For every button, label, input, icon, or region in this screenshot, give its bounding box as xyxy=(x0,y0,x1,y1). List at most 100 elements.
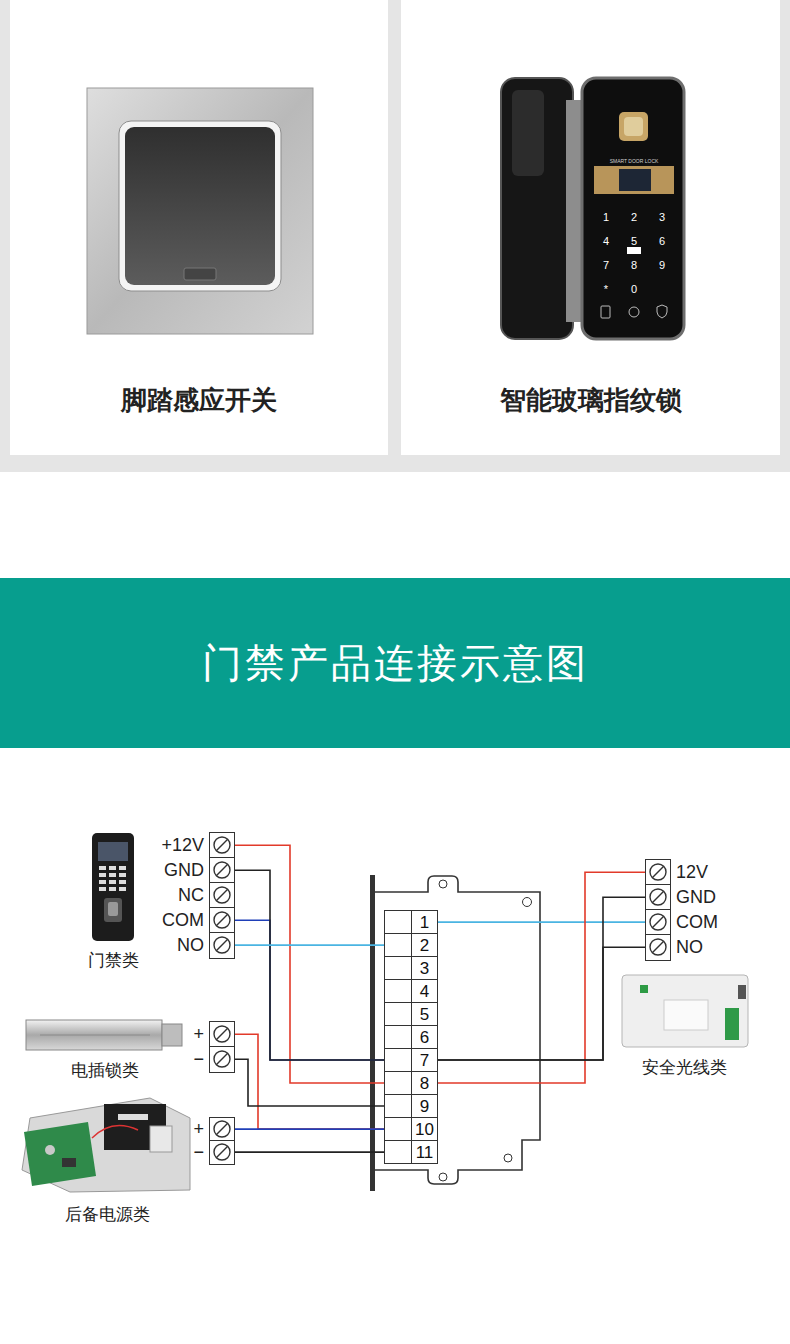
card-caption: 智能玻璃指纹锁 xyxy=(500,385,682,415)
label-wrap: 1 xyxy=(603,208,609,224)
access-reader-part xyxy=(109,880,116,884)
controller-board-part xyxy=(439,1173,447,1181)
terminal-number: 10 xyxy=(415,1121,434,1138)
label-wrap: 7 xyxy=(603,256,609,272)
terminal-cell: 9 xyxy=(384,1094,438,1118)
foot-switch xyxy=(87,88,313,334)
screw-symbol xyxy=(212,1049,232,1069)
keypad-digit: 8 xyxy=(631,259,637,271)
pin-label-wrap: + xyxy=(193,1120,204,1138)
screw-slot xyxy=(652,942,663,953)
backup-power-part xyxy=(45,1145,55,1155)
pin-label: COM xyxy=(676,912,718,932)
terminal-screw: + xyxy=(209,1117,235,1142)
terminal-number: 3 xyxy=(420,960,429,977)
card-caption: 脚踏感应开关 xyxy=(121,385,277,415)
pin-label: + xyxy=(193,1119,204,1139)
foot-switch-part xyxy=(87,88,313,334)
access-reader xyxy=(92,833,134,941)
terminal-number-wrap: 2 xyxy=(412,934,437,956)
pin-label-wrap: NC xyxy=(178,886,204,904)
screw-head xyxy=(214,1051,230,1067)
device-caption: 安全光线类 xyxy=(642,1058,727,1077)
terminal-screw: NC xyxy=(209,882,235,909)
glass-lock-part xyxy=(582,78,684,339)
screw-head xyxy=(214,1121,230,1137)
screw-symbol xyxy=(212,1024,232,1044)
screw-head xyxy=(214,887,230,903)
terminal-number-wrap: 3 xyxy=(412,957,437,979)
glass-lock-part xyxy=(619,112,648,141)
pin-label-wrap: + xyxy=(193,1025,204,1043)
screw-symbol xyxy=(212,860,232,880)
pin-label-wrap: GND xyxy=(164,861,204,879)
screw-slot xyxy=(216,1147,227,1158)
backup-power xyxy=(22,1098,190,1192)
terminal-number: 2 xyxy=(420,937,429,954)
screw-slot xyxy=(652,892,663,903)
backup-power-part xyxy=(150,1126,172,1152)
terminal-cell: 1 xyxy=(384,910,438,934)
glass-lock-part xyxy=(624,117,643,136)
pin-label-wrap: +12V xyxy=(161,836,204,854)
pin-label: 12V xyxy=(676,862,708,882)
screw-head xyxy=(650,864,666,880)
terminal-number: 7 xyxy=(420,1052,429,1069)
wire xyxy=(235,1128,384,1130)
pin-label: COM xyxy=(162,910,204,930)
terminal-screw: + xyxy=(209,1021,235,1048)
screw-slot xyxy=(216,1029,227,1040)
screw-symbol xyxy=(648,937,668,957)
printed-text: SMART DOOR LOCK xyxy=(610,158,659,164)
backup-power-part xyxy=(24,1122,96,1186)
pin-label: + xyxy=(193,1024,204,1044)
screw-symbol xyxy=(648,862,668,882)
safety-beam-part xyxy=(664,1000,708,1030)
pin-label: − xyxy=(193,1142,204,1162)
label-wrap: SMART DOOR LOCK xyxy=(610,150,659,166)
title-band: 门禁产品连接示意图 xyxy=(0,578,790,748)
label-wrap: 8 xyxy=(631,256,637,272)
wire xyxy=(438,897,645,1060)
wire xyxy=(438,872,645,1083)
terminal-number-wrap: 8 xyxy=(412,1072,437,1094)
wire xyxy=(235,870,384,1060)
safety-beam-part xyxy=(640,985,648,993)
magnetic-lock-part xyxy=(26,1020,162,1050)
terminal-number-wrap: 9 xyxy=(412,1095,437,1117)
pin-label-wrap: − xyxy=(193,1050,204,1068)
access-reader-part xyxy=(119,873,126,877)
label-wrap: 3 xyxy=(659,208,665,224)
screw-symbol xyxy=(212,935,232,955)
wire xyxy=(235,1059,384,1106)
keypad-digit: 3 xyxy=(659,211,665,223)
safety-beam-part xyxy=(725,1008,739,1040)
access-reader-part xyxy=(99,866,106,870)
terminal-screw: 12V xyxy=(645,859,671,886)
top-panel xyxy=(0,0,790,472)
access-reader-part xyxy=(92,833,134,941)
pin-label-wrap: COM xyxy=(676,913,718,931)
pin-label: NO xyxy=(177,935,204,955)
pin-label-wrap: GND xyxy=(676,888,716,906)
label-wrap: 门禁类 xyxy=(88,952,139,969)
label-wrap: 9 xyxy=(659,256,665,272)
terminal-screw: NO xyxy=(209,932,235,959)
product-card: 智能玻璃指纹锁 xyxy=(401,0,780,455)
access-reader-part xyxy=(119,887,126,891)
device-caption: 门禁类 xyxy=(88,951,139,970)
glass-lock xyxy=(501,78,684,339)
glass-lock-part xyxy=(619,169,651,191)
terminal-cell: 6 xyxy=(384,1025,438,1049)
label-wrap: 5 xyxy=(631,232,637,248)
access-reader-part xyxy=(108,902,118,916)
screw-slot xyxy=(216,840,227,851)
access-reader-part xyxy=(98,842,128,861)
screw-head xyxy=(650,889,666,905)
terminal-number: 8 xyxy=(420,1075,429,1092)
keypad-digit: 2 xyxy=(631,211,637,223)
terminal-number-wrap: 10 xyxy=(412,1118,437,1140)
screw-slot xyxy=(216,1124,227,1135)
pin-label-wrap: NO xyxy=(676,938,703,956)
keypad-digit: 5 xyxy=(631,235,637,247)
